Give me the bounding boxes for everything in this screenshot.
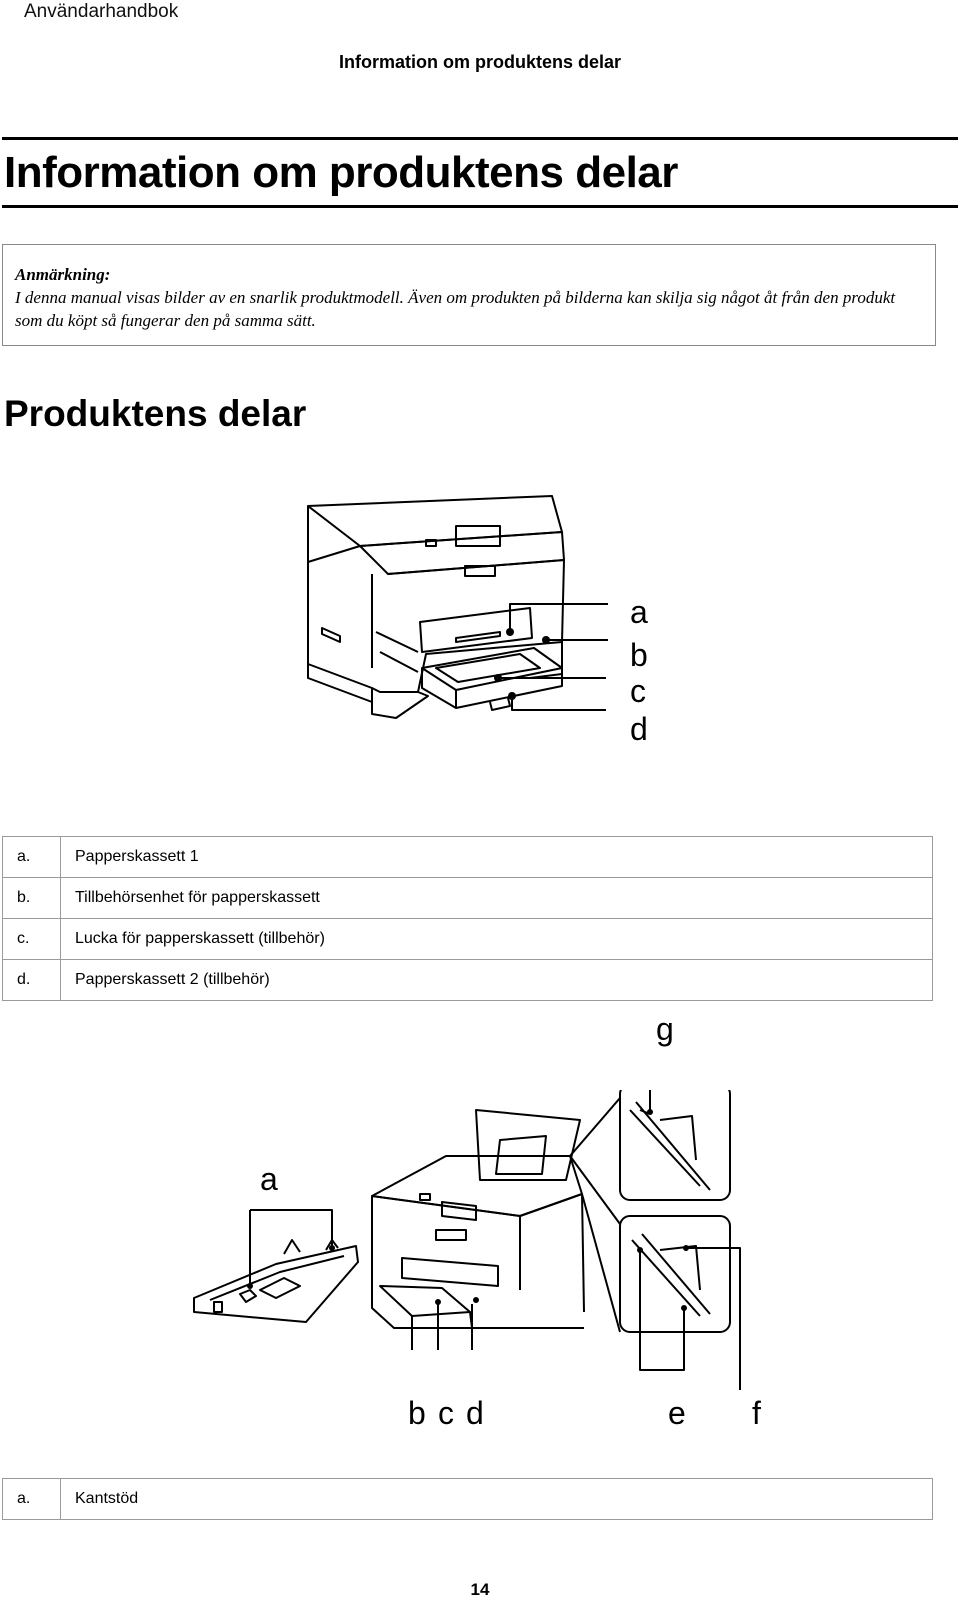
row-key: b. [2, 877, 61, 919]
row-key: d. [2, 959, 61, 1001]
callout-c: c [630, 673, 646, 709]
printer-parts-illustration [193, 1090, 741, 1390]
parts-table-1: a. Papperskassett 1 b. Tillbehörsenhet f… [2, 836, 933, 1001]
table-row: d. Papperskassett 2 (tillbehör) [2, 959, 933, 1001]
title-rule-top [2, 137, 958, 140]
callout-c2: c [438, 1395, 454, 1431]
callout-d2: d [466, 1395, 484, 1431]
note-box: Anmärkning: I denna manual visas bilder … [2, 244, 936, 346]
row-key: c. [2, 918, 61, 960]
row-value: Papperskassett 1 [60, 836, 933, 878]
note-text: I denna manual visas bilder av en snarli… [15, 288, 896, 330]
row-value: Lucka för papperskassett (tillbehör) [60, 918, 933, 960]
running-head: Användarhandbok [24, 1, 179, 22]
callout-g: g [656, 1011, 674, 1047]
printer-front-illustration [307, 495, 608, 719]
callout-a2: a [260, 1161, 278, 1197]
chapter-title: Information om produktens delar [4, 148, 678, 197]
note-label: Anmärkning: [15, 265, 111, 284]
subsection-title: Produktens delar [4, 393, 307, 434]
row-key: a. [2, 836, 61, 878]
table-row: a. Papperskassett 1 [2, 836, 933, 878]
callout-b2: b [408, 1395, 426, 1431]
parts-table-2: a. Kantstöd [2, 1478, 933, 1520]
callout-d: d [630, 711, 648, 747]
row-value: Kantstöd [60, 1478, 933, 1520]
table-row: a. Kantstöd [2, 1478, 933, 1520]
page-number: 14 [470, 1580, 490, 1599]
callout-e: e [668, 1395, 686, 1431]
section-header: Information om produktens delar [338, 52, 622, 72]
row-value: Tillbehörsenhet för papperskassett [60, 877, 933, 919]
table-row: c. Lucka för papperskassett (tillbehör) [2, 918, 933, 960]
callout-b: b [630, 637, 648, 673]
callout-f: f [752, 1395, 761, 1431]
table-row: b. Tillbehörsenhet för papperskassett [2, 877, 933, 919]
row-value: Papperskassett 2 (tillbehör) [60, 959, 933, 1001]
callout-a: a [630, 594, 648, 630]
title-rule-bottom [2, 205, 958, 208]
row-key: a. [2, 1478, 61, 1520]
